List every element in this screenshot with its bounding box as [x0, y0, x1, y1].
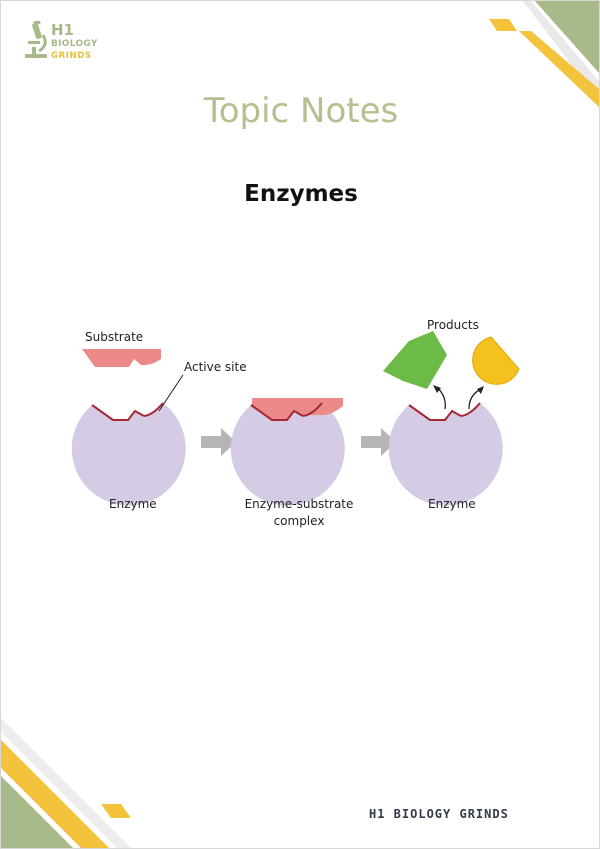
- logo-text-grinds: GRINDS: [51, 51, 92, 61]
- bottom-left-corner-decoration: [1, 718, 131, 848]
- product-yellow-shape: [472, 336, 520, 385]
- label-products: Products: [427, 318, 479, 332]
- logo: H1 BIOLOGY GRINDS: [23, 21, 113, 65]
- arrow-right-1: [201, 428, 236, 456]
- active-site-right: [408, 404, 462, 421]
- label-substrate: Substrate: [85, 330, 144, 344]
- microscope-icon: [25, 21, 47, 58]
- logo-text-biology: BIOLOGY: [51, 39, 98, 49]
- enzyme-right-shape: [388, 403, 503, 506]
- label-active-site: Active site: [184, 360, 247, 374]
- logo-text-h1: H1: [51, 21, 74, 39]
- arrow-right-2: [361, 428, 396, 456]
- label-enzyme-left: Enzyme: [109, 497, 157, 511]
- top-right-corner-decoration: [489, 1, 599, 107]
- label-complex-line1: Enzyme-substrate: [244, 497, 354, 511]
- topic-heading: Topic Notes: [203, 91, 399, 131]
- substrate-shape: [82, 349, 161, 367]
- active-site-left: [91, 404, 145, 421]
- label-complex-line2: complex: [273, 514, 325, 528]
- active-site-pointer: [158, 374, 184, 412]
- active-site-middle: [250, 404, 304, 421]
- footer-brand: H1 BIOLOGY GRINDS: [369, 807, 509, 821]
- enzyme-left-shape: [71, 403, 186, 506]
- enzyme-diagram-graphic: [71, 331, 520, 506]
- enzyme-middle-shape: [230, 403, 345, 506]
- enzyme-diagram: Substrate Active site Products Enzyme En…: [71, 311, 541, 541]
- label-enzyme-right: Enzyme: [428, 497, 476, 511]
- bound-substrate-shape: [252, 398, 343, 419]
- product-green-shape: [383, 331, 447, 389]
- document-title: Enzymes: [244, 181, 358, 207]
